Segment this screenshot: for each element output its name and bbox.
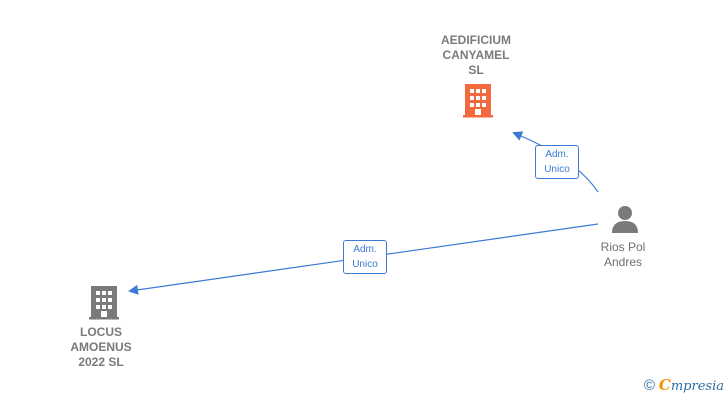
company-name-locus[interactable]: LOCUS AMOENUS 2022 SL	[70, 325, 132, 369]
relation-label-locus: Adm. Unico	[343, 240, 387, 274]
copyright-icon: ©	[643, 376, 655, 394]
person-icon[interactable]	[612, 206, 638, 233]
building-icon[interactable]	[89, 286, 119, 320]
empresia-logo: © Cmpresia	[643, 376, 724, 394]
building-icon[interactable]	[463, 84, 493, 118]
company-name-aedificium[interactable]: AEDIFICIUM CANYAMEL SL	[441, 33, 511, 77]
relation-label-aedificium: Adm. Unico	[535, 145, 579, 179]
person-name-rios-pol[interactable]: Rios Pol Andres	[600, 240, 646, 269]
